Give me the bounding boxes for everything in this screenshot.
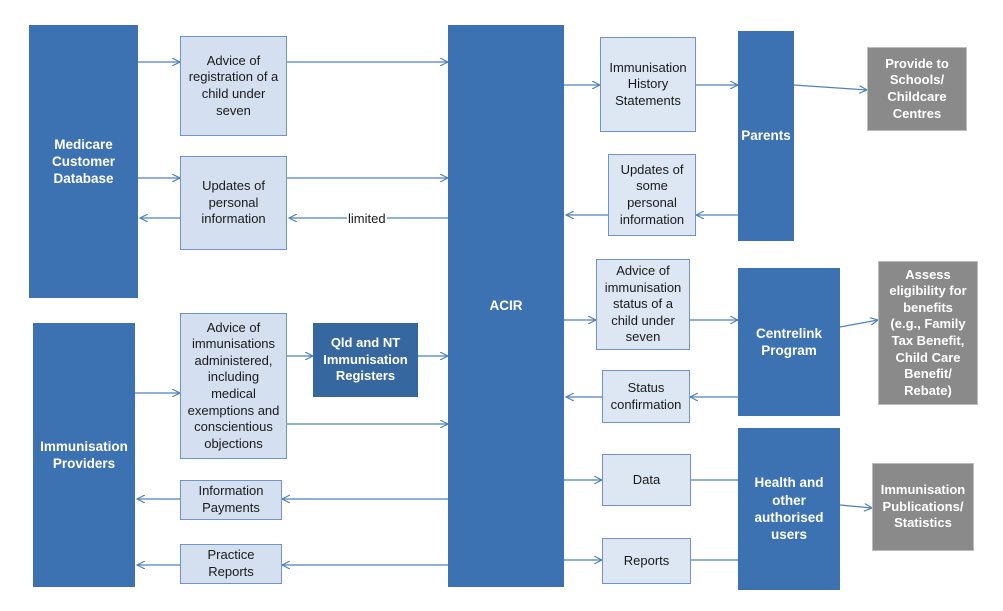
flow-practice-reports: Practice Reports [180, 544, 282, 584]
arrow-health-to-publications [839, 505, 872, 508]
flow-advice-status: Advice of immunisation status of a child… [596, 259, 690, 350]
arrow-centrelink-to-benefits [839, 320, 878, 328]
edge-label-limited: limited [347, 211, 387, 226]
flow-data: Data [602, 454, 691, 506]
immunisation-providers: Immunisation Providers [33, 323, 135, 587]
medicare-customer-database: Medicare Customer Database [29, 25, 138, 298]
acir: ACIR [448, 25, 564, 587]
flow-reports: Reports [602, 538, 691, 584]
parents: Parents [738, 31, 794, 241]
health-and-authorised-users: Health and other authorised users [738, 428, 840, 590]
flow-status-confirmation: Status confirmation [602, 370, 690, 423]
output-immunisation-publications: Immunisation Publications/ Statistics [872, 463, 974, 551]
flow-advice-registration: Advice of registration of a child under … [180, 36, 287, 136]
flow-information-payments: Information Payments [180, 480, 282, 520]
output-assess-benefits: Assess eligibility for benefits (e.g., F… [878, 261, 978, 405]
centrelink-program: Centrelink Program [738, 268, 840, 416]
qld-nt-immunisation-registers: Qld and NT Immunisation Registers [313, 323, 418, 397]
output-provide-to-schools: Provide to Schools/ Childcare Centres [867, 47, 967, 131]
flow-history-statements: Immunisation History Statements [600, 37, 696, 132]
flow-updates-some-personal: Updates of some personal information [608, 154, 696, 236]
arrow-parents-to-schools [793, 84, 867, 90]
flow-updates-personal: Updates of personal information [180, 156, 287, 250]
flow-advice-immunisations: Advice of immunisations administered, in… [180, 313, 287, 459]
